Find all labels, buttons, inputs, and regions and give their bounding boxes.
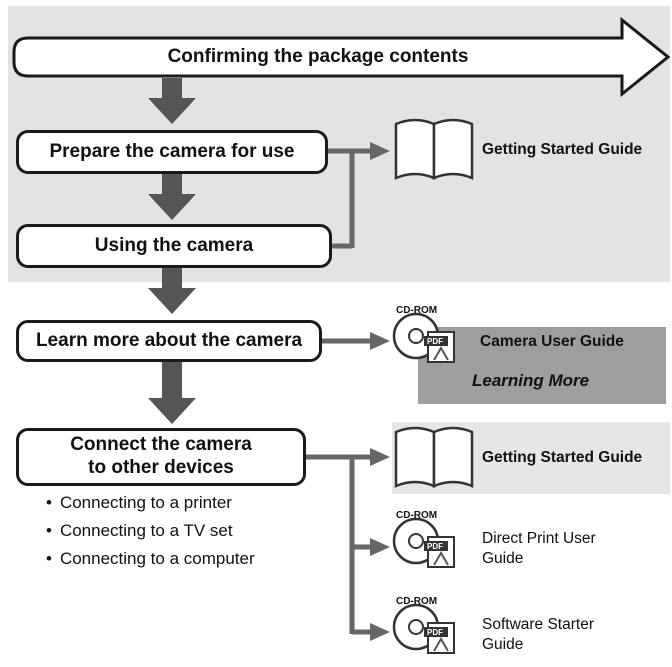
list-item: Connecting to a computer xyxy=(46,545,255,573)
svg-text:CD-ROM: CD-ROM xyxy=(396,305,437,316)
svg-text:CD-ROM: CD-ROM xyxy=(396,510,437,521)
svg-text:PDF: PDF xyxy=(427,542,443,551)
book-icon xyxy=(394,118,474,180)
connect-items-list: Connecting to a printer Connecting to a … xyxy=(46,489,255,573)
list-item: Connecting to a printer xyxy=(46,489,255,517)
down-arrow-4 xyxy=(148,362,196,424)
getting-started-guide-label: Getting Started Guide xyxy=(482,141,643,158)
step-using: Using the camera xyxy=(16,224,332,268)
camera-user-guide-panel xyxy=(418,327,666,404)
svg-text:PDF: PDF xyxy=(427,628,443,637)
step-learn: Learn more about the camera xyxy=(16,320,322,362)
pdf-icon: PDF xyxy=(424,536,455,568)
down-arrows xyxy=(148,78,196,424)
direct-print-guide-label: Direct Print User Guide xyxy=(482,530,596,567)
down-arrow-2 xyxy=(148,174,196,220)
svg-text:CD-ROM: CD-ROM xyxy=(396,596,437,607)
book-icon xyxy=(394,426,474,488)
learning-more-label: Learning More xyxy=(472,371,590,390)
list-item: Connecting to a TV set xyxy=(46,517,255,545)
down-arrow-3 xyxy=(148,268,196,314)
banner-title: Confirming the package contents xyxy=(167,46,469,67)
connector-lines xyxy=(304,148,372,635)
camera-user-guide-label: Camera User Guide xyxy=(480,333,624,350)
step-connect: Connect the camera to other devices xyxy=(16,428,306,486)
software-starter-guide-label: Software Starter Guide xyxy=(482,616,594,653)
down-arrow-1 xyxy=(148,78,196,124)
connector-arrowheads xyxy=(370,142,390,641)
step-prepare: Prepare the camera for use xyxy=(16,130,328,174)
svg-text:PDF: PDF xyxy=(427,337,443,346)
pdf-icon: PDF xyxy=(424,622,455,654)
getting-started-guide-label: Getting Started Guide xyxy=(482,449,643,466)
banner-arrow-shape xyxy=(12,16,671,98)
pdf-icon: PDF xyxy=(424,331,455,363)
